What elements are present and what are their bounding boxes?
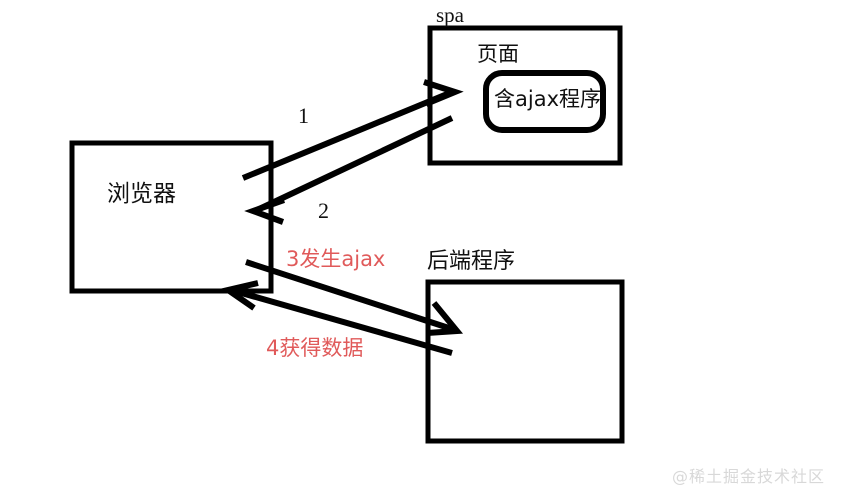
arrow-3-browser-to-backend [245, 259, 464, 336]
arrow-4-label: 4获得数据 [266, 336, 364, 360]
spa-box-label: spa [436, 3, 464, 27]
backend-box [425, 279, 625, 444]
backend-label: 后端程序 [427, 249, 516, 274]
arrow-3-label: 3发生ajax [286, 247, 386, 271]
arrow-1-browser-to-spa [241, 79, 464, 181]
ajax-program-label: 含ajax程序 [494, 87, 601, 111]
arrow-2-spa-to-browser [244, 115, 454, 225]
watermark: @稀土掘金技术社区 [672, 467, 826, 486]
arrow-1-label: 1 [298, 103, 309, 128]
browser-box [69, 140, 274, 294]
arrow-2-label: 2 [318, 198, 329, 223]
ajax-program-box [483, 70, 606, 133]
arrow-4-backend-to-browser [220, 280, 453, 356]
browser-label: 浏览器 [107, 181, 176, 207]
page-label: 页面 [477, 42, 519, 66]
